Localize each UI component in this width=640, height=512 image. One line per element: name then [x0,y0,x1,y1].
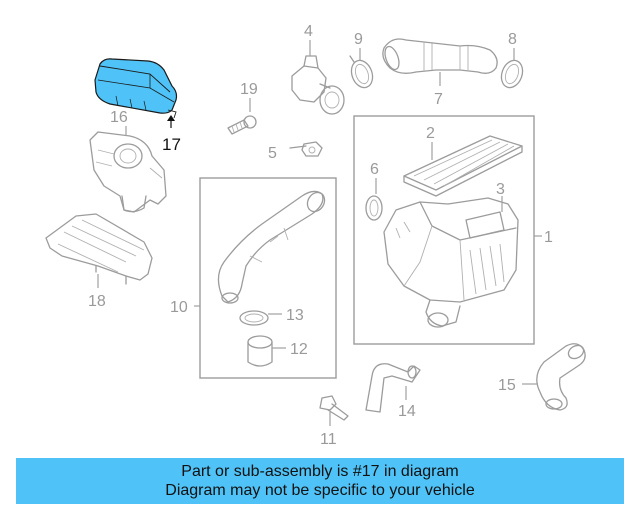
callout-15[interactable]: 15 [498,377,516,394]
part-10[interactable] [217,189,327,304]
banner-line-1: Part or sub-assembly is #17 in diagram [181,463,459,480]
callout-12[interactable]: 12 [290,341,308,358]
part-5[interactable] [289,141,323,157]
callout-18[interactable]: 18 [88,293,106,310]
part-10-frame [199,177,337,379]
part-15[interactable] [536,343,586,411]
part-17-highlighted[interactable] [94,58,178,119]
part-16[interactable] [89,131,167,213]
callout-8[interactable]: 8 [508,31,517,48]
callout-19[interactable]: 19 [240,81,258,98]
banner-line-2: Diagram may not be specific to your vehi… [165,482,475,499]
callout-7[interactable]: 7 [434,91,443,108]
parts-diagram: 17 16 18 19 4 9 [45,23,586,448]
callout-13[interactable]: 13 [286,307,304,324]
part-18[interactable] [45,213,153,285]
callout-2[interactable]: 2 [426,125,435,142]
callout-10[interactable]: 10 [170,299,188,316]
part-14[interactable] [365,363,421,413]
part-3[interactable] [383,197,519,328]
callout-11[interactable]: 11 [320,431,337,448]
callout-14[interactable]: 14 [398,403,416,420]
part-1-frame [353,115,535,345]
part-8[interactable] [498,57,526,90]
leader-17-arrow [167,115,175,121]
part-11[interactable] [319,395,349,421]
part-7[interactable] [382,38,498,74]
part-6[interactable] [365,195,383,221]
callout-3[interactable]: 3 [496,181,505,198]
part-9[interactable] [348,55,376,91]
part-12[interactable] [247,335,273,367]
callout-1[interactable]: 1 [544,229,553,246]
callout-6[interactable]: 6 [370,161,379,178]
callout-4[interactable]: 4 [304,23,313,40]
callout-17[interactable]: 17 [162,135,181,154]
callout-9[interactable]: 9 [354,31,363,48]
part-4[interactable] [291,55,345,115]
info-banner: Part or sub-assembly is #17 in diagram D… [16,458,624,504]
part-13[interactable] [239,310,269,326]
part-2[interactable] [403,135,523,197]
callout-16[interactable]: 16 [110,109,128,126]
callout-5[interactable]: 5 [268,145,277,162]
part-19[interactable] [227,115,257,135]
